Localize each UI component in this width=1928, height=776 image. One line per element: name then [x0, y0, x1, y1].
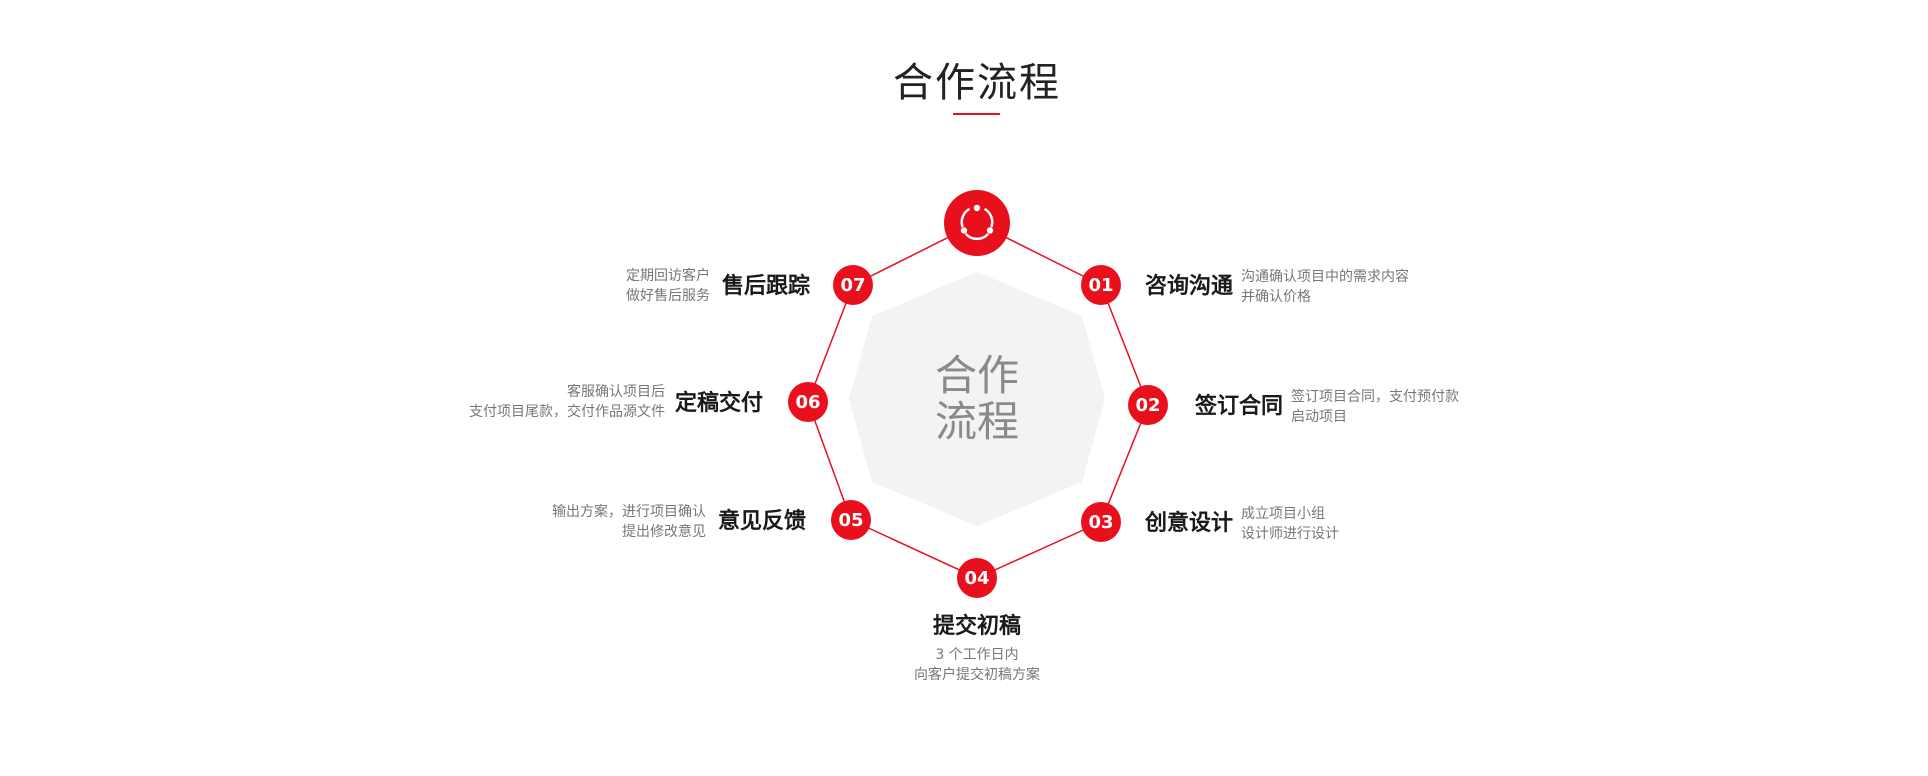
- step-desc-line-1: 定期回访客户: [626, 267, 710, 284]
- cycle-icon: [960, 204, 994, 241]
- step-number-badge: [957, 558, 997, 598]
- step-title: 售后跟踪: [722, 273, 810, 299]
- step-number-badge: [1128, 385, 1168, 425]
- step-desc-line-2: 做好售后服务: [626, 288, 710, 304]
- step-07: 07 售后跟踪 定期回访客户 做好售后服务: [626, 265, 873, 305]
- step-05: 05 意见反馈 输出方案，进行项目确认 提出修改意见: [552, 500, 871, 540]
- page-title: 合作流程: [893, 60, 1061, 106]
- step-06: 06 定稿交付 客服确认项目后 支付项目尾款，交付作品源文件: [469, 382, 828, 422]
- center-label-line-2: 流程: [935, 397, 1019, 446]
- step-number: 03: [1088, 512, 1113, 533]
- step-number-badge: [788, 382, 828, 422]
- step-number-badge: [833, 265, 873, 305]
- step-number: 05: [838, 510, 863, 531]
- step-desc-line-1: 客服确认项目后: [567, 383, 665, 400]
- hub-node: [944, 190, 1010, 256]
- step-title: 签订合同: [1194, 393, 1283, 419]
- step-number-badge: [1081, 502, 1121, 542]
- step-03: 03 创意设计 成立项目小组 设计师进行设计: [1081, 502, 1339, 542]
- step-number: 07: [840, 275, 865, 296]
- step-desc-line-2: 设计师进行设计: [1241, 526, 1339, 542]
- step-desc-line-1: 沟通确认项目中的需求内容: [1241, 268, 1409, 285]
- step-04: 04 提交初稿 3 个工作日内 向客户提交初稿方案: [914, 558, 1040, 683]
- step-number: 02: [1135, 395, 1160, 416]
- step-title: 提交初稿: [933, 613, 1021, 639]
- step-number-badge: [831, 500, 871, 540]
- center-label-line-1: 合作: [935, 351, 1019, 400]
- step-desc-line-1: 3 个工作日内: [935, 647, 1018, 663]
- step-title: 咨询沟通: [1145, 273, 1233, 299]
- step-desc-line-1: 输出方案，进行项目确认: [552, 503, 706, 520]
- step-desc-line-2: 提出修改意见: [622, 523, 706, 540]
- step-desc-line-2: 支付项目尾款，交付作品源文件: [469, 403, 665, 420]
- step-desc-line-1: 签订项目合同，支付预付款: [1291, 388, 1459, 405]
- step-title: 定稿交付: [675, 390, 763, 416]
- step-desc-line-2: 启动项目: [1291, 409, 1347, 425]
- step-desc-line-1: 成立项目小组: [1241, 506, 1325, 522]
- step-number: 04: [964, 568, 989, 589]
- step-number-badge: [1081, 265, 1121, 305]
- title-underline: [953, 113, 1000, 115]
- step-number: 06: [795, 392, 820, 413]
- step-number: 01: [1088, 275, 1113, 296]
- step-desc-line-2: 向客户提交初稿方案: [914, 666, 1040, 683]
- step-title: 意见反馈: [718, 508, 806, 534]
- step-02: 02 签订合同 签订项目合同，支付预付款 启动项目: [1128, 385, 1459, 425]
- hub-circle: [944, 190, 1010, 256]
- step-01: 01 咨询沟通 沟通确认项目中的需求内容 并确认价格: [1081, 265, 1409, 305]
- step-title: 创意设计: [1144, 510, 1233, 536]
- center-octagon: [849, 272, 1105, 526]
- step-desc-line-2: 并确认价格: [1241, 289, 1311, 305]
